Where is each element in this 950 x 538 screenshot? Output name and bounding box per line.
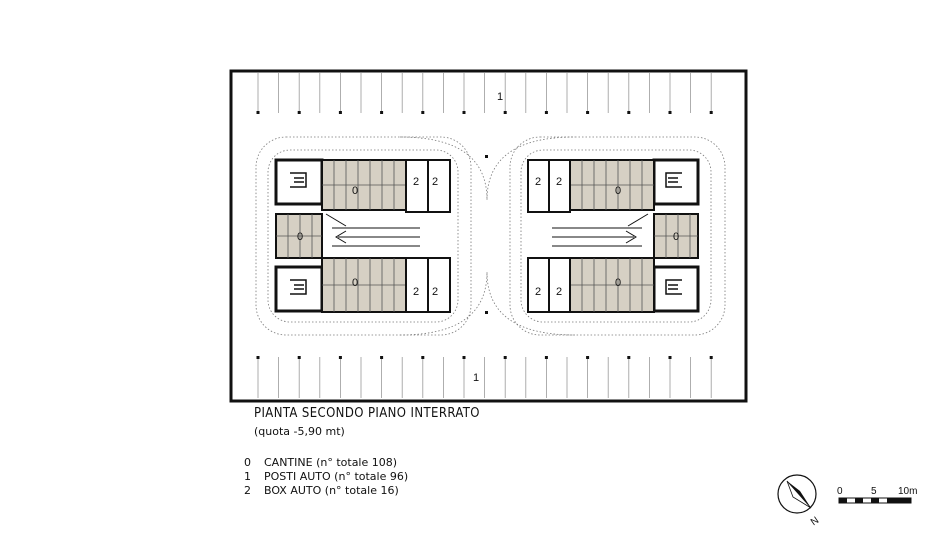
cellar-label: 0 (297, 231, 303, 243)
parking-column (421, 111, 425, 114)
parking-column (709, 111, 713, 114)
parking-column (586, 111, 590, 114)
parking-column (627, 111, 631, 114)
parking-column (668, 111, 672, 114)
driving-paths (255, 136, 726, 336)
cellar-dividers (322, 160, 406, 210)
box-label: 2 (413, 176, 419, 188)
parking-column (380, 356, 384, 359)
building-block-left: 0 0 0 2 2 2 2 (274, 158, 451, 313)
column-marker (485, 311, 488, 314)
parking-column (297, 356, 301, 359)
north-arrow-icon (777, 474, 817, 514)
plan-subtitle: (quota -5,90 mt) (254, 425, 345, 438)
parking-column (462, 356, 466, 359)
parking-column (586, 356, 590, 359)
box-label: 2 (413, 286, 419, 298)
scale-bar (838, 497, 912, 504)
cellar-label: 0 (352, 277, 358, 289)
stair-core (652, 265, 700, 313)
cellar-label: 0 (615, 277, 621, 289)
parking-row-top (256, 73, 713, 114)
box-label: 2 (535, 286, 541, 298)
box-label: 2 (556, 176, 562, 188)
parking-column (544, 111, 548, 114)
legend: 0 CANTINE (n° totale 108) 1 POSTI AUTO (… (244, 456, 408, 498)
legend-item: 1 POSTI AUTO (n° totale 96) (244, 470, 408, 484)
legend-key: 1 (244, 470, 251, 483)
parking-column (421, 356, 425, 359)
scale-label-mid: 5 (871, 486, 877, 497)
parking-column (627, 356, 631, 359)
box-label: 2 (556, 286, 562, 298)
stair-core (274, 158, 324, 206)
ramp-arrow (552, 213, 649, 247)
parking-row-bottom (256, 356, 713, 398)
parking-column (256, 356, 260, 359)
cellar-label: 0 (615, 185, 621, 197)
parking-column (380, 111, 384, 114)
parking-column (503, 356, 507, 359)
cellar-label: 0 (352, 185, 358, 197)
legend-text: BOX AUTO (n° totale 16) (264, 484, 399, 497)
legend-text: POSTI AUTO (n° totale 96) (264, 470, 409, 483)
parking-column (668, 356, 672, 359)
legend-key: 0 (244, 456, 251, 469)
box-label: 2 (535, 176, 541, 188)
legend-key: 2 (244, 484, 251, 497)
legend-item: 2 BOX AUTO (n° totale 16) (244, 484, 408, 498)
parking-label-top: 1 (497, 91, 503, 103)
parking-column (338, 111, 342, 114)
parking-column (462, 111, 466, 114)
column-marker (485, 155, 488, 158)
scale-label-end: 10m (898, 486, 917, 497)
parking-column (297, 111, 301, 114)
legend-item: 0 CANTINE (n° totale 108) (244, 456, 408, 470)
parking-column (338, 356, 342, 359)
parking-column (709, 356, 713, 359)
cellar-label: 0 (673, 231, 679, 243)
plan-title: PIANTA SECONDO PIANO INTERRATO (254, 406, 480, 421)
stair-core (652, 158, 700, 206)
stair-core (274, 265, 324, 313)
box-label: 2 (432, 286, 438, 298)
ramp-arrow (325, 213, 420, 247)
parking-column (544, 356, 548, 359)
legend-text: CANTINE (n° totale 108) (264, 456, 398, 469)
north-label: N (809, 515, 821, 528)
building-block-right: 0 0 0 2 2 2 2 (527, 158, 700, 313)
parking-column (256, 111, 260, 114)
parking-column (503, 111, 507, 114)
box-label: 2 (432, 176, 438, 188)
scale-label-zero: 0 (837, 486, 843, 497)
parking-label-bottom: 1 (473, 372, 479, 384)
